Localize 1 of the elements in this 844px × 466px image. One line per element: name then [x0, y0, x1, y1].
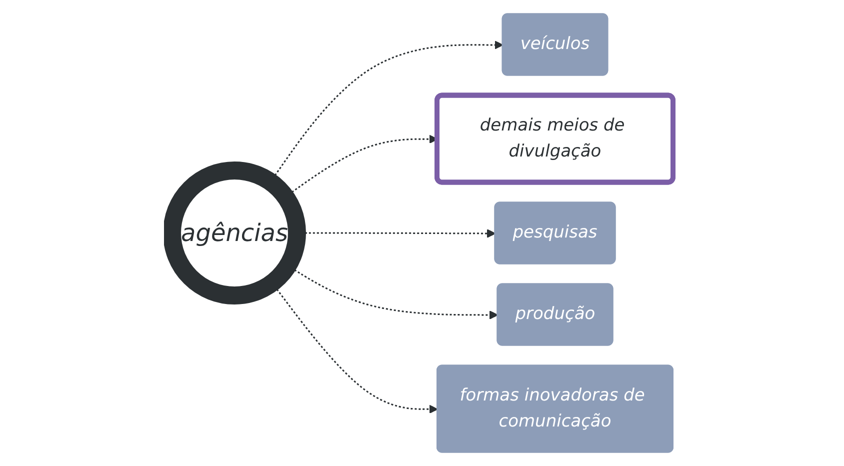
- node-circle: agências: [164, 162, 306, 304]
